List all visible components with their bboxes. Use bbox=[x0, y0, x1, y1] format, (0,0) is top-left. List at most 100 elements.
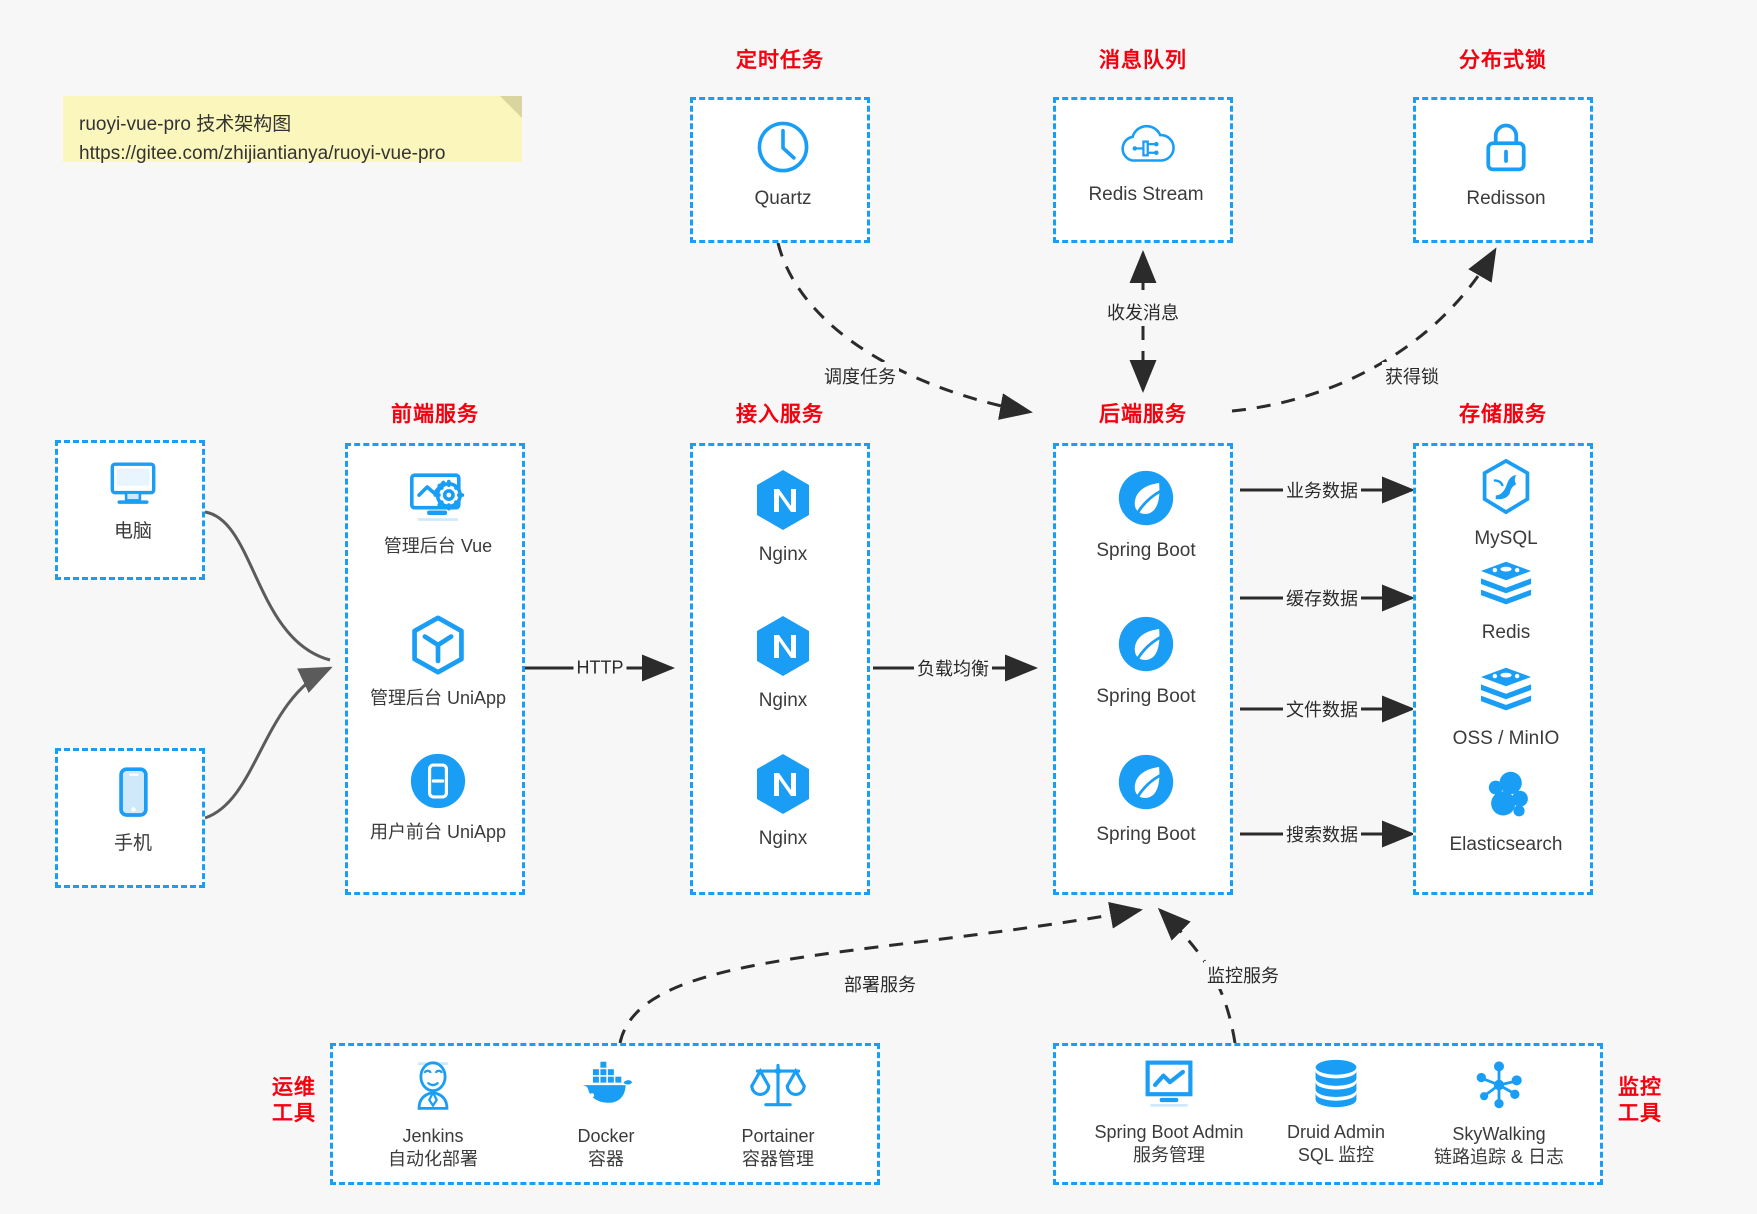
node-label: 电脑 bbox=[113, 521, 152, 542]
object-storage-icon bbox=[1477, 664, 1535, 721]
nginx-icon bbox=[754, 468, 812, 537]
elasticsearch-icon bbox=[1478, 768, 1534, 827]
node-quartz[interactable]: Quartz bbox=[703, 118, 863, 212]
database-cylinder-icon bbox=[1309, 1058, 1363, 1115]
group-title-backend: 后端服务 bbox=[1099, 403, 1187, 426]
node-nginx-1[interactable]: Nginx bbox=[703, 468, 863, 568]
edge-label-http: HTTP bbox=[573, 656, 627, 680]
lock-icon bbox=[1478, 118, 1534, 181]
node-redisson[interactable]: Redisson bbox=[1426, 118, 1586, 212]
node-redis-stream[interactable]: Redis Stream bbox=[1066, 118, 1226, 208]
group-title-frontend: 前端服务 bbox=[391, 403, 479, 426]
edge-pc-to-frontend bbox=[204, 510, 331, 662]
node-nginx-3[interactable]: Nginx bbox=[703, 752, 863, 852]
node-sublabel: 容器管理 bbox=[742, 1149, 814, 1170]
node-oss-minio[interactable]: OSS / MinIO bbox=[1426, 664, 1586, 752]
node-admin-uniapp[interactable]: 管理后台 UniApp bbox=[358, 614, 518, 710]
node-label: Nginx bbox=[758, 544, 808, 565]
architecture-note: ruoyi-vue-pro 技术架构图 https://gitee.com/zh… bbox=[63, 96, 522, 164]
edge-label-schedule-task: 调度任务 bbox=[821, 362, 899, 390]
scales-icon bbox=[750, 1058, 806, 1119]
group-title-devops-line1: 运维 bbox=[272, 1076, 316, 1099]
nginx-icon bbox=[754, 752, 812, 821]
node-pc[interactable]: 电脑 bbox=[53, 459, 213, 545]
node-label: Docker bbox=[577, 1126, 635, 1146]
node-sublabel: 自动化部署 bbox=[388, 1149, 478, 1170]
node-redis[interactable]: Redis bbox=[1426, 558, 1586, 646]
dashboard-gear-icon bbox=[407, 468, 469, 529]
node-spring-boot-3[interactable]: Spring Boot bbox=[1066, 752, 1226, 848]
node-label: Quartz bbox=[754, 188, 812, 209]
group-title-storage: 存储服务 bbox=[1459, 403, 1547, 426]
group-title-devops: 运维 工具 bbox=[258, 1075, 330, 1128]
clock-icon bbox=[754, 118, 812, 181]
node-label: MySQL bbox=[1474, 528, 1538, 549]
group-title-monitor-line1: 监控 bbox=[1618, 1076, 1662, 1099]
group-gateway: Nginx Nginx Nginx bbox=[690, 443, 870, 895]
node-spring-boot-admin[interactable]: Spring Boot Admin 服务管理 bbox=[1074, 1058, 1264, 1168]
mobile-app-icon bbox=[409, 752, 467, 815]
node-label: Nginx bbox=[758, 690, 808, 711]
desktop-monitor-icon bbox=[105, 459, 161, 514]
node-druid-admin[interactable]: Druid Admin SQL 监控 bbox=[1256, 1058, 1416, 1168]
group-backend: Spring Boot Spring Boot Spring Boot bbox=[1053, 443, 1233, 895]
mobile-phone-icon bbox=[111, 765, 155, 826]
node-spring-boot-2[interactable]: Spring Boot bbox=[1066, 614, 1226, 710]
node-nginx-2[interactable]: Nginx bbox=[703, 614, 863, 714]
group-title-monitor-line2: 工具 bbox=[1618, 1102, 1662, 1126]
edge-label-mq-messages: 收发消息 bbox=[1104, 298, 1182, 326]
node-docker[interactable]: Docker 容器 bbox=[531, 1058, 681, 1172]
node-admin-vue[interactable]: 管理后台 Vue bbox=[358, 468, 518, 558]
node-label: Elasticsearch bbox=[1449, 834, 1563, 855]
node-user-uniapp[interactable]: 用户前台 UniApp bbox=[358, 752, 518, 844]
node-sublabel: 服务管理 bbox=[1133, 1145, 1205, 1166]
node-label: Redisson bbox=[1466, 188, 1546, 209]
mysql-dolphin-icon bbox=[1479, 458, 1533, 521]
edge-label-file-data: 文件数据 bbox=[1283, 695, 1361, 723]
group-storage: MySQL Redis bbox=[1413, 443, 1593, 895]
spring-boot-leaf-icon bbox=[1116, 468, 1176, 533]
node-label: Redis bbox=[1481, 622, 1531, 643]
node-label: Spring Boot Admin bbox=[1094, 1122, 1244, 1142]
node-skywalking[interactable]: SkyWalking 链路追踪 & 日志 bbox=[1404, 1058, 1594, 1170]
node-label: Jenkins bbox=[402, 1126, 464, 1146]
group-devops: Jenkins 自动化部署 bbox=[330, 1043, 880, 1185]
edge-label-get-lock: 获得锁 bbox=[1382, 362, 1442, 390]
group-phone: 手机 bbox=[55, 748, 205, 888]
jenkins-butler-icon bbox=[406, 1058, 460, 1119]
node-sublabel: 容器 bbox=[588, 1149, 624, 1170]
node-label: 用户前台 UniApp bbox=[369, 822, 507, 842]
node-portainer[interactable]: Portainer 容器管理 bbox=[703, 1058, 853, 1172]
note-line-title: ruoyi-vue-pro 技术架构图 bbox=[79, 114, 292, 135]
group-frontend: 管理后台 Vue 管理后台 UniApp 用户前台 UniApp bbox=[345, 443, 525, 895]
node-label: Redis Stream bbox=[1088, 184, 1204, 205]
node-spring-boot-1[interactable]: Spring Boot bbox=[1066, 468, 1226, 564]
node-label: 管理后台 UniApp bbox=[369, 688, 507, 708]
docker-whale-icon bbox=[577, 1058, 635, 1119]
node-sublabel: 链路追踪 & 日志 bbox=[1433, 1147, 1564, 1168]
group-pc: 电脑 bbox=[55, 440, 205, 580]
edge-label-search-data: 搜索数据 bbox=[1283, 820, 1361, 848]
edge-label-deploy-service: 部署服务 bbox=[841, 970, 919, 998]
edge-label-cache-data: 缓存数据 bbox=[1283, 584, 1361, 612]
node-elasticsearch[interactable]: Elasticsearch bbox=[1426, 768, 1586, 858]
group-title-monitor: 监控 工具 bbox=[1604, 1075, 1676, 1128]
spring-boot-leaf-icon bbox=[1116, 614, 1176, 679]
edge-label-load-balance: 负载均衡 bbox=[914, 654, 992, 682]
uniapp-cube-icon bbox=[408, 614, 468, 681]
redis-stack-icon bbox=[1477, 558, 1535, 615]
group-title-scheduler: 定时任务 bbox=[736, 49, 824, 72]
network-nodes-icon bbox=[1472, 1058, 1526, 1117]
group-title-lock: 分布式锁 bbox=[1459, 49, 1547, 72]
group-monitor: Spring Boot Admin 服务管理 Druid Admin SQL 监… bbox=[1053, 1043, 1603, 1185]
group-scheduler: Quartz bbox=[690, 97, 870, 243]
node-jenkins[interactable]: Jenkins 自动化部署 bbox=[358, 1058, 508, 1172]
node-phone[interactable]: 手机 bbox=[53, 765, 213, 857]
node-label: 管理后台 Vue bbox=[383, 536, 493, 556]
node-label: Spring Boot bbox=[1096, 824, 1196, 845]
edge-get-lock bbox=[1231, 247, 1497, 413]
node-label: Spring Boot bbox=[1096, 540, 1196, 561]
nginx-icon bbox=[754, 614, 812, 683]
node-label: SkyWalking bbox=[1452, 1124, 1546, 1144]
node-mysql[interactable]: MySQL bbox=[1426, 458, 1586, 552]
